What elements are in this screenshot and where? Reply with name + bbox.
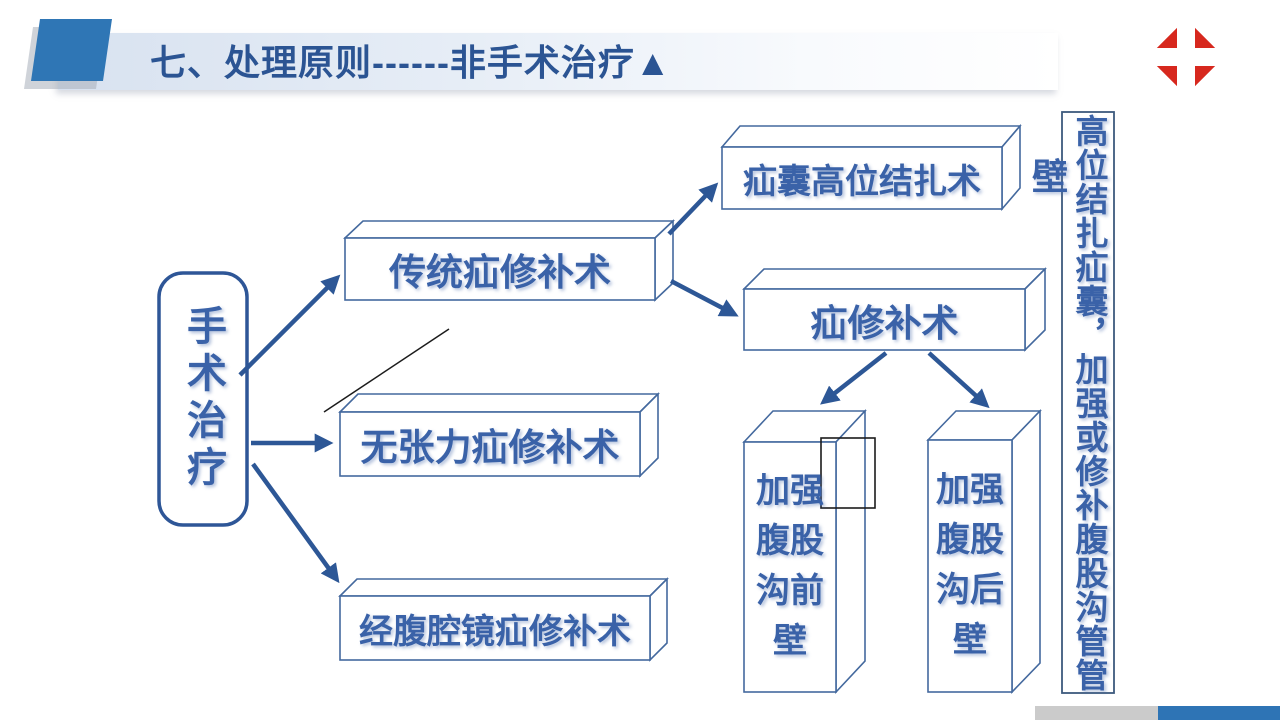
flow-node-tension-free [338,392,660,478]
hospital-logo-icon [1146,17,1226,97]
flow-node-laparoscopic [338,577,669,662]
flow-label-traditional: 传统疝修补术 [389,253,611,294]
slide-title: 七、处理原则------非手术治疗▲ [150,42,672,83]
side-note-box [1061,111,1115,694]
arrow-repair-to-posterior [927,351,990,409]
stray-black-line [323,328,450,413]
arrow-root-to-laparoscopic [251,462,340,584]
side-note-main-text: 高位结扎疝囊，加强或修补腹股沟管管 [1070,113,1106,692]
flow-label-surgical-treatment: 手术治疗 [159,273,247,525]
arrow-root-to-traditional [238,274,341,377]
side-note-text: 高位结扎疝囊，加强或修补腹股沟管管 [1062,112,1114,693]
footer-strip-blue [1158,706,1280,720]
footer-strip-gray [1035,706,1158,720]
arrow-traditional-to-repair [669,279,739,317]
stray-black-rectangle [820,437,876,509]
arrow-traditional-to-ligation [667,182,719,236]
flow-label-posterior-wall: 加强 腹股 沟后 壁 [936,472,1004,659]
title-banner [58,33,1058,90]
flow-label-tension-free: 无张力疝修补术 [360,428,620,469]
flow-label-high-ligation: 疝囊高位结扎术 [743,163,981,201]
header-parallelogram [31,19,112,81]
flow-arrows [238,182,990,584]
flow-node-posterior-wall [926,409,1042,694]
arrow-repair-to-anterior [820,351,888,405]
flow-label-laparoscopic: 经腹腔镜疝修补术 [359,613,631,651]
flow-node-traditional [342,219,676,302]
flow-node-high-ligation [720,123,1022,212]
flow-label-surgical-treatment-text: 手术治疗 [181,305,226,493]
flow-label-anterior-wall: 加强 腹股 沟前 壁 [756,473,824,660]
side-note-overflow-char: 壁 [1031,157,1068,197]
flow-label-hernia-repair: 疝修补术 [810,303,959,345]
flow-node-hernia-repair [742,267,1047,352]
flow-node-surgical-treatment [157,271,249,527]
